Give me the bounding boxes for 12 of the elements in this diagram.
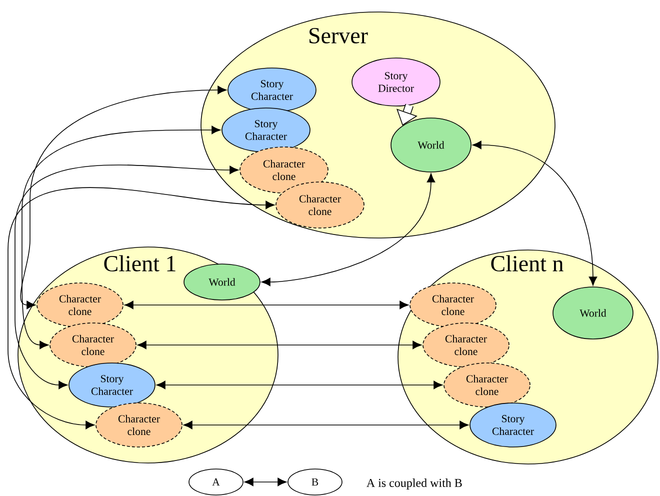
coupling-arrow xyxy=(22,126,221,350)
coupling-arrow xyxy=(472,140,598,286)
coupling-arrow xyxy=(156,380,443,390)
coupling-arrow xyxy=(124,300,409,310)
coupling-arrow xyxy=(14,164,239,390)
key-text: A is coupled with B xyxy=(366,478,462,490)
coupling-arrow xyxy=(244,478,287,486)
coupling-arrow xyxy=(20,86,227,310)
coupling-arrow xyxy=(261,173,436,286)
coupling-arrow xyxy=(183,420,469,430)
coupling-arrow xyxy=(8,187,275,430)
coupling-arrow xyxy=(137,340,422,350)
